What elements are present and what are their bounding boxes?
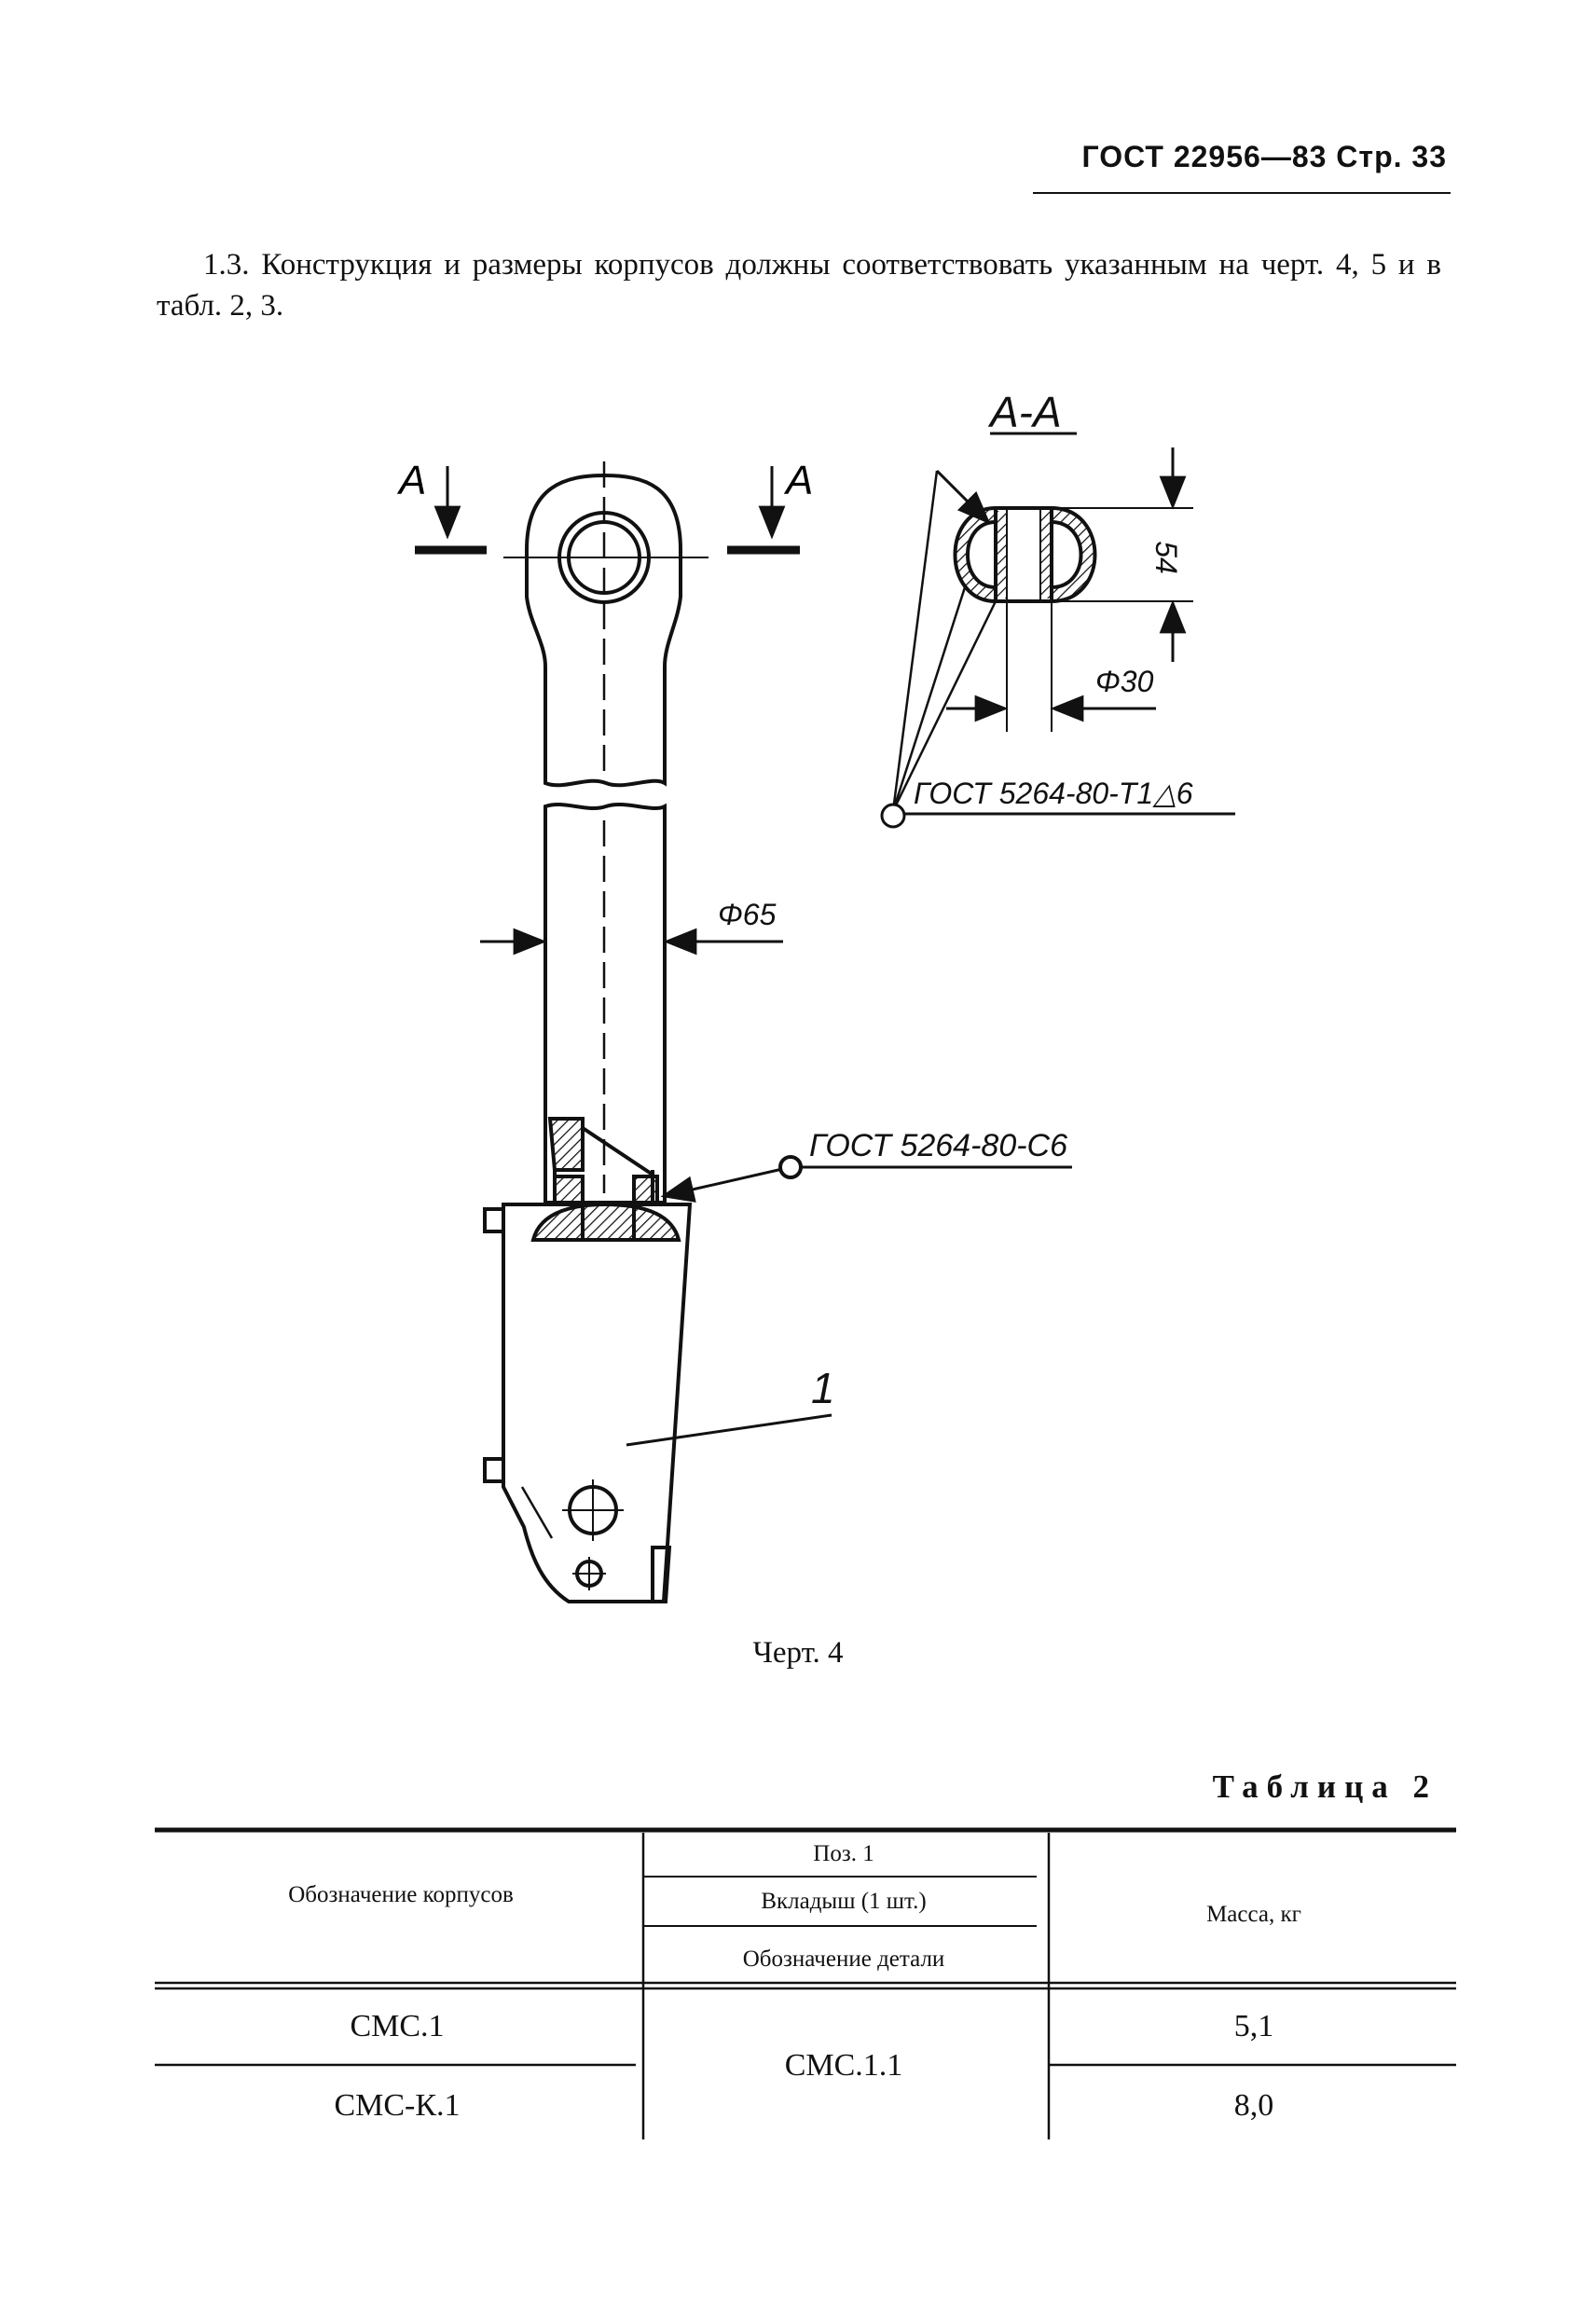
housing-body: 1 [483,1203,835,1603]
header-designation: Обозначение корпусов [288,1882,514,1907]
row-1-mass: 5,1 [1233,2009,1274,2043]
section-marker-left: A [396,458,487,555]
header-mass: Масса, кг [1206,1902,1301,1927]
section-marker-right-label: A [783,458,813,503]
header-rule [1033,192,1451,194]
header-detail: Обозначение детали [742,1946,945,1972]
section-marker-left-label: A [396,458,426,503]
section-title: A-A [987,388,1062,436]
row-2-mass: 8,0 [1233,2088,1274,2123]
dim-rod-diameter: Φ65 [480,898,783,956]
header-insert: Вкладыш (1 шт.) [761,1889,927,1914]
rod-lower [543,802,667,1204]
weld-note-top: ГОСТ 5264-80-Т1△6 [914,777,1193,810]
position-label: 1 [811,1364,835,1412]
dim-rod-diameter-label: Φ65 [718,898,777,931]
dim-inner-diameter-label: Φ30 [1095,665,1154,698]
page-header: ГОСТ 22956—83 Стр. 33 [1081,140,1447,174]
figure-caption: Черт. 4 [752,1636,844,1670]
section-marker-right: A [727,458,813,555]
dim-height-label: 54 [1149,541,1183,574]
intro-paragraph: 1.3. Конструкция и размеры корпусов долж… [157,248,1441,323]
section-view: A-A 54 Φ30 ГОСТ 5264-80-Т1△6 [880,388,1235,829]
header-pos: Поз. 1 [813,1841,874,1866]
page-header-text: ГОСТ 22956—83 Стр. 33 [1081,140,1447,173]
rod-upper [503,461,709,788]
weld-note-bottom: ГОСТ 5264-80-С6 [809,1128,1067,1163]
row-2-designation: СМС-К.1 [334,2088,461,2123]
table-title: Таблица 2 [1212,1768,1438,1805]
row-1-designation: СМС.1 [350,2009,445,2043]
shared-detail: СМС.1.1 [784,2048,903,2083]
